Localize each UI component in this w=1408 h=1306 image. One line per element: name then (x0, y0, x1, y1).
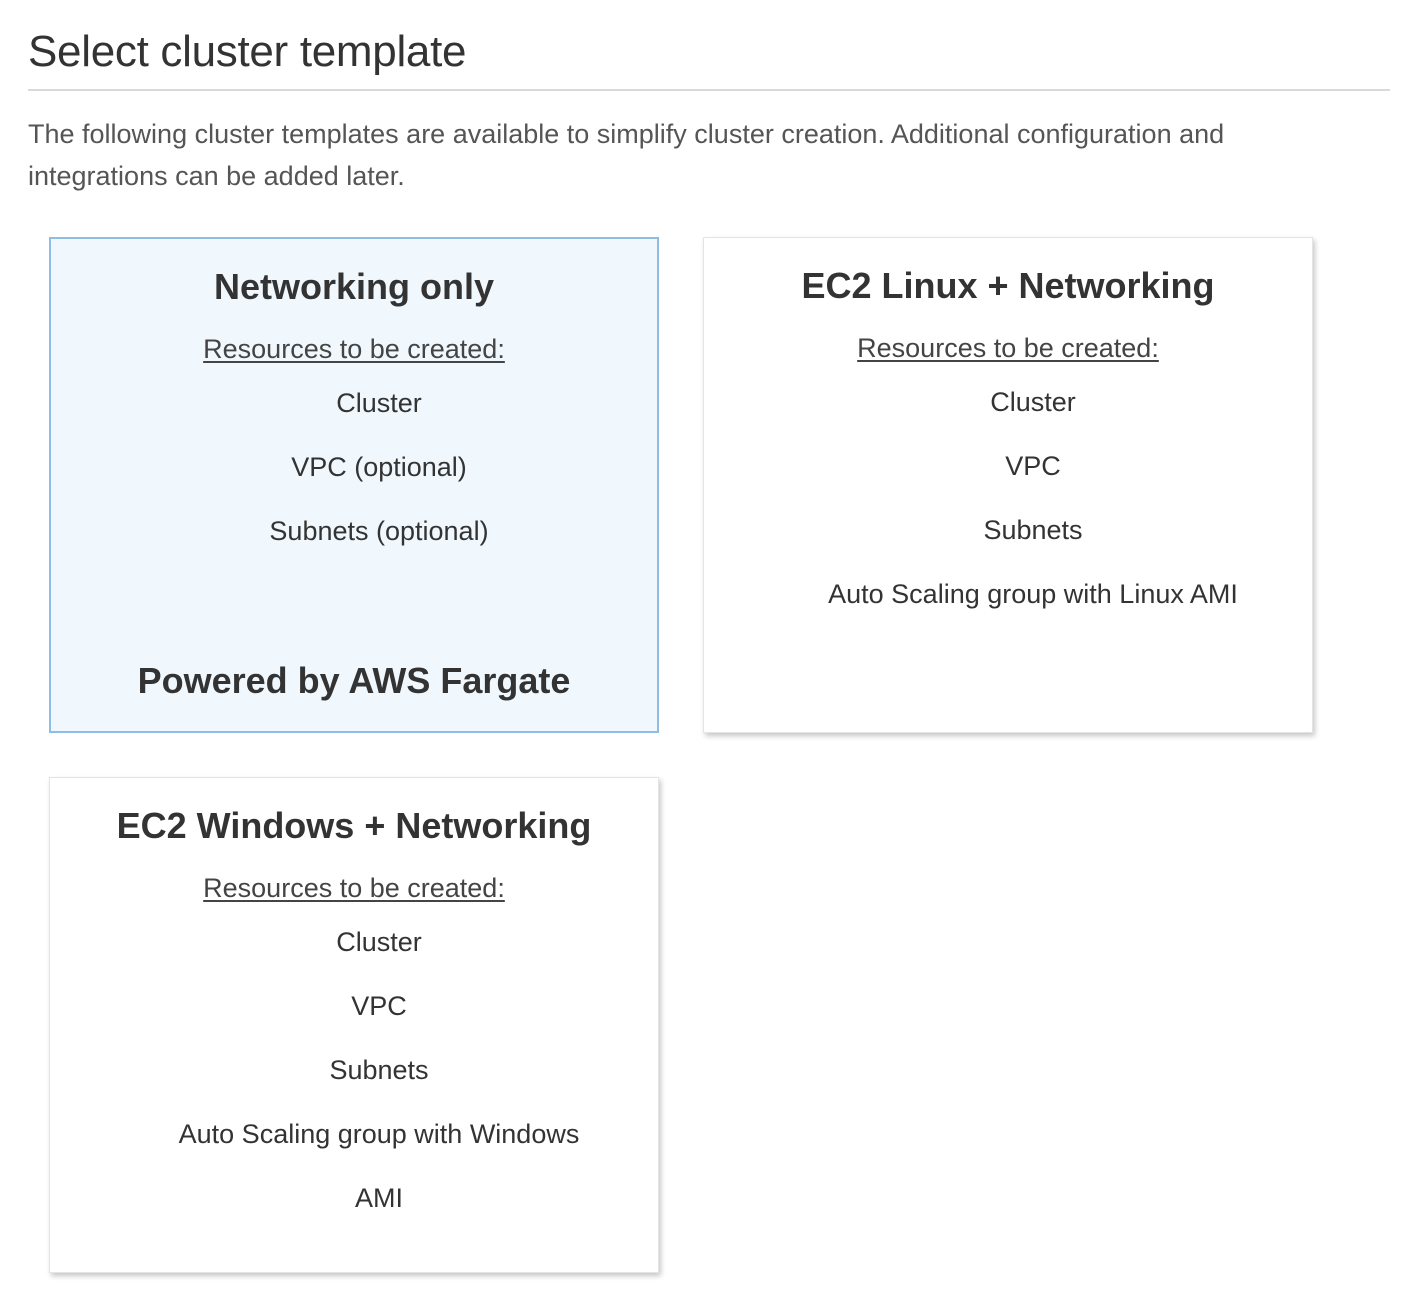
resource-item: Auto Scaling group with Linux AMI (828, 579, 1238, 609)
resources-label: Resources to be created: (203, 873, 505, 903)
template-card-networking-only[interactable]: Networking only Resources to be created:… (49, 237, 659, 733)
resource-item: Auto Scaling group with Windows (178, 1119, 580, 1149)
resources-label: Resources to be created: (203, 334, 505, 364)
resource-item: VPC (351, 991, 407, 1021)
template-title: Networking only (213, 266, 495, 307)
resource-item: Cluster (336, 927, 422, 957)
resource-item: VPC (1005, 451, 1061, 481)
resource-item: Subnets (optional) (269, 516, 489, 546)
template-card-ec2-linux-networking[interactable]: EC2 Linux + Networking Resources to be c… (703, 237, 1313, 733)
resource-item: Subnets (983, 515, 1083, 545)
template-title: EC2 Windows + Networking (116, 805, 592, 846)
resource-item: VPC (optional) (291, 452, 467, 482)
title-divider (28, 89, 1390, 91)
powered-by-label: Powered by AWS Fargate (137, 660, 571, 701)
template-title: EC2 Linux + Networking (801, 265, 1215, 306)
page-description: The following cluster templates are avai… (28, 119, 1225, 191)
template-card-ec2-windows-networking[interactable]: EC2 Windows + Networking Resources to be… (49, 777, 659, 1273)
resource-list: Cluster VPC Subnets Auto Scaling group w… (100, 925, 658, 1245)
page-title: Select cluster template (28, 27, 467, 76)
resource-item: Cluster (990, 387, 1076, 417)
resource-item: Cluster (336, 388, 422, 418)
resource-item: Subnets (329, 1055, 429, 1085)
resource-list: Cluster VPC Subnets Auto Scaling group w… (754, 385, 1312, 641)
resources-label: Resources to be created: (857, 333, 1159, 363)
resource-item: AMI (354, 1183, 403, 1213)
resource-list: Cluster VPC (optional) Subnets (optional… (101, 386, 657, 578)
